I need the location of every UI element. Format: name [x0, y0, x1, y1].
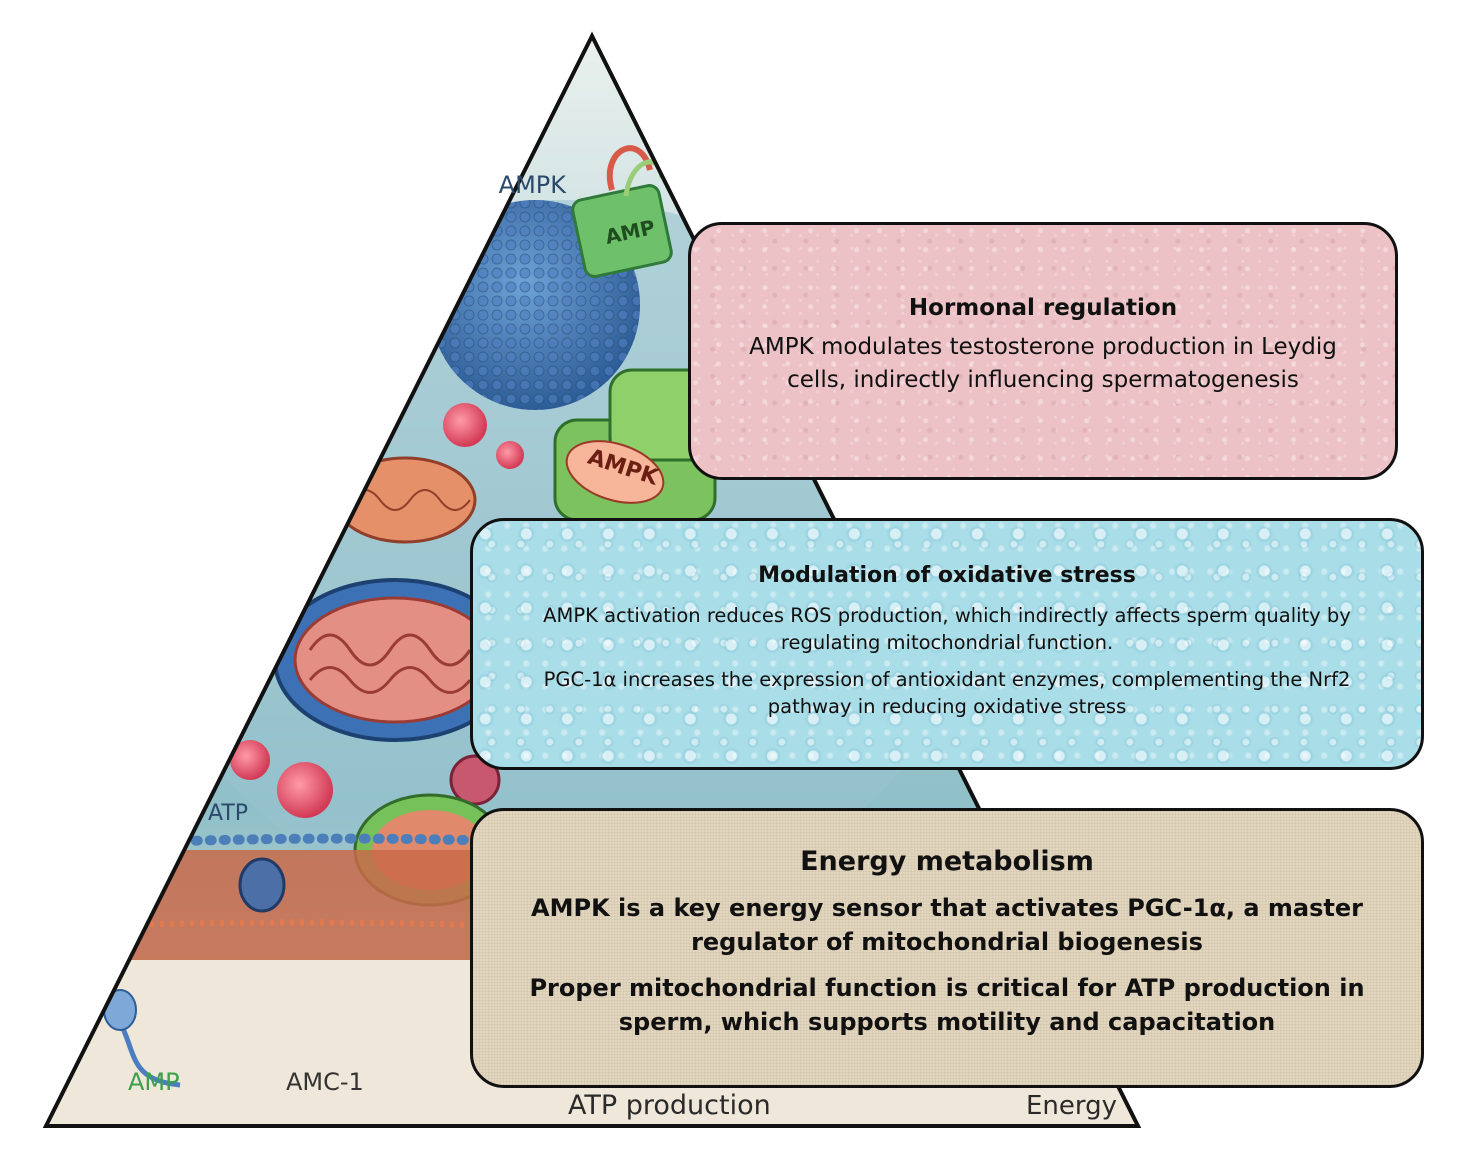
tier-oxidative-text-2: PGC-1α increases the expression of antio…	[543, 667, 1351, 718]
tier-hormonal-title: Hormonal regulation	[908, 295, 1178, 321]
tier-energy-title: Energy metabolism	[800, 845, 1094, 877]
label-amp-bottom: AMP	[128, 1068, 180, 1096]
amp-box-shape	[571, 184, 673, 278]
tier-hormonal-text: AMPK modulates testosterone production i…	[749, 334, 1337, 393]
tier-oxidative-title: Modulation of oxidative stress	[758, 562, 1136, 588]
tier-hormonal-regulation: Hormonal regulation AMPK modulates testo…	[688, 222, 1398, 480]
tier-oxidative-stress: Modulation of oxidative stress AMPK acti…	[470, 518, 1424, 770]
label-atp-production: ATP production	[568, 1090, 771, 1121]
tier-energy-metabolism: Energy metabolism AMPK is a key energy s…	[470, 808, 1424, 1088]
ampk-capsule-shape	[565, 440, 665, 504]
tier-energy-text-2: Proper mitochondrial function is critica…	[529, 973, 1365, 1036]
tier-oxidative-text-1: AMPK activation reduces ROS production, …	[543, 603, 1351, 654]
label-energy-bottom: Energy	[1026, 1091, 1117, 1121]
label-atp-left: ATP	[208, 801, 248, 826]
tier-energy-text-1: AMPK is a key energy sensor that activat…	[531, 893, 1363, 956]
label-amc-bottom: AMC-1	[286, 1068, 364, 1096]
label-ampk-top: AMPK	[499, 171, 568, 199]
